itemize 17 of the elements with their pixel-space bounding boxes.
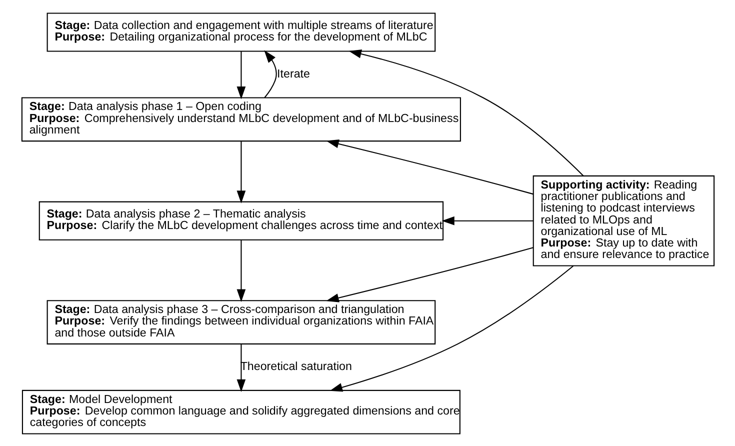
node-box: Stage: Model Development Purpose: Develop common language and solidify aggregated dimensions and core categories of concepts: [21, 389, 460, 434]
arrow: [236, 240, 246, 302]
node-box: Stage: Data analysis phase 2 – Thematic analysis Purpose: Clarify the MLbC development challenges across time and context: [38, 200, 444, 240]
arrow: [236, 344, 246, 392]
node-box: Supporting activity: Reading practitioner publications and listening to podcast interviews related to MLOps and organizational use of ML Purpose: Stay up to date with and ensure relevance to practice: [532, 174, 714, 266]
arrow: [441, 216, 533, 225]
node-box: Stage: Data analysis phase 3 – Cross-comparison and triangulation Purpose: Verify the findings between individual organizations within FAIA and those outside FAIA: [46, 300, 436, 344]
node-box: Stage: Data analysis phase 1 – Open coding Purpose: Comprehensively understand MLbC development and of MLbC-business alignment: [20, 96, 460, 142]
arrow: [236, 141, 246, 203]
arrow: [236, 50, 246, 99]
node-box: Stage: Data collection and engagement with multiple streams of literature Purpose: Detailing organizational process for the development of MLbC: [46, 12, 436, 52]
arrow: [264, 50, 276, 98]
edge-label: Iterate: [276, 66, 310, 80]
arrow: [326, 246, 533, 302]
arrow: [329, 265, 574, 392]
arrow: [348, 49, 584, 176]
arrow: [326, 138, 533, 194]
